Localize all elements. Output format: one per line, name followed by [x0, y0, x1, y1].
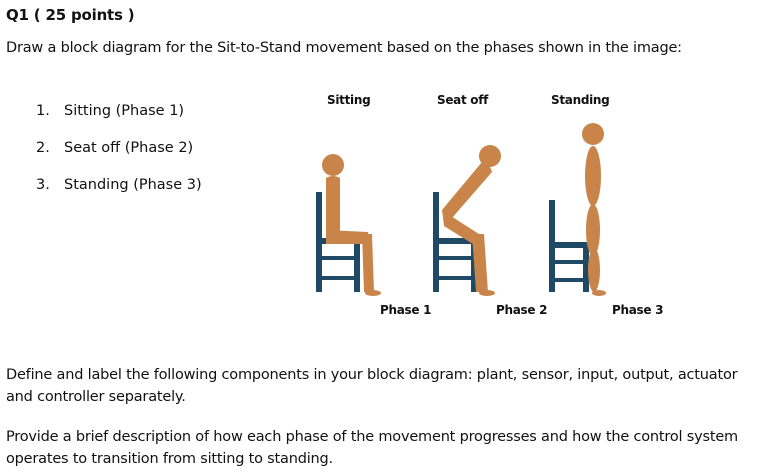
- define-instruction: Define and label the following component…: [6, 367, 738, 383]
- list-item: 1. Sitting (Phase 1): [36, 103, 202, 140]
- list-item: 3. Standing (Phase 3): [36, 177, 202, 214]
- label-standing: Standing: [551, 93, 610, 107]
- list-item-number: 1.: [36, 103, 50, 119]
- label-seat-off: Seat off: [437, 93, 489, 107]
- list-item-text: Standing (Phase 3): [64, 177, 202, 193]
- describe-instruction: Provide a brief description of how each …: [6, 429, 738, 445]
- label-phase-1: Phase 1: [380, 303, 432, 317]
- label-phase-2: Phase 2: [496, 303, 548, 317]
- define-instruction-cont: and controller separately.: [6, 389, 186, 405]
- describe-instruction-cont: operates to transition from sitting to s…: [6, 451, 333, 467]
- phase-list: 1. Sitting (Phase 1) 2. Seat off (Phase …: [36, 103, 202, 214]
- question-prompt: Draw a block diagram for the Sit-to-Stan…: [6, 40, 682, 56]
- sitting-figure: [316, 154, 381, 296]
- label-phase-3: Phase 3: [612, 303, 664, 317]
- seat-off-figure: [433, 145, 501, 296]
- list-item-text: Seat off (Phase 2): [64, 140, 194, 156]
- chair-icon: [433, 192, 477, 292]
- chair-icon: [549, 200, 589, 292]
- sit-to-stand-illustration: [316, 123, 606, 296]
- list-item-number: 2.: [36, 140, 50, 156]
- label-sitting: Sitting: [327, 93, 371, 107]
- list-item-number: 3.: [36, 177, 50, 193]
- question-title: Q1 ( 25 points ): [6, 6, 135, 24]
- list-item-text: Sitting (Phase 1): [64, 103, 185, 119]
- standing-figure: [549, 123, 606, 296]
- list-item: 2. Seat off (Phase 2): [36, 140, 202, 177]
